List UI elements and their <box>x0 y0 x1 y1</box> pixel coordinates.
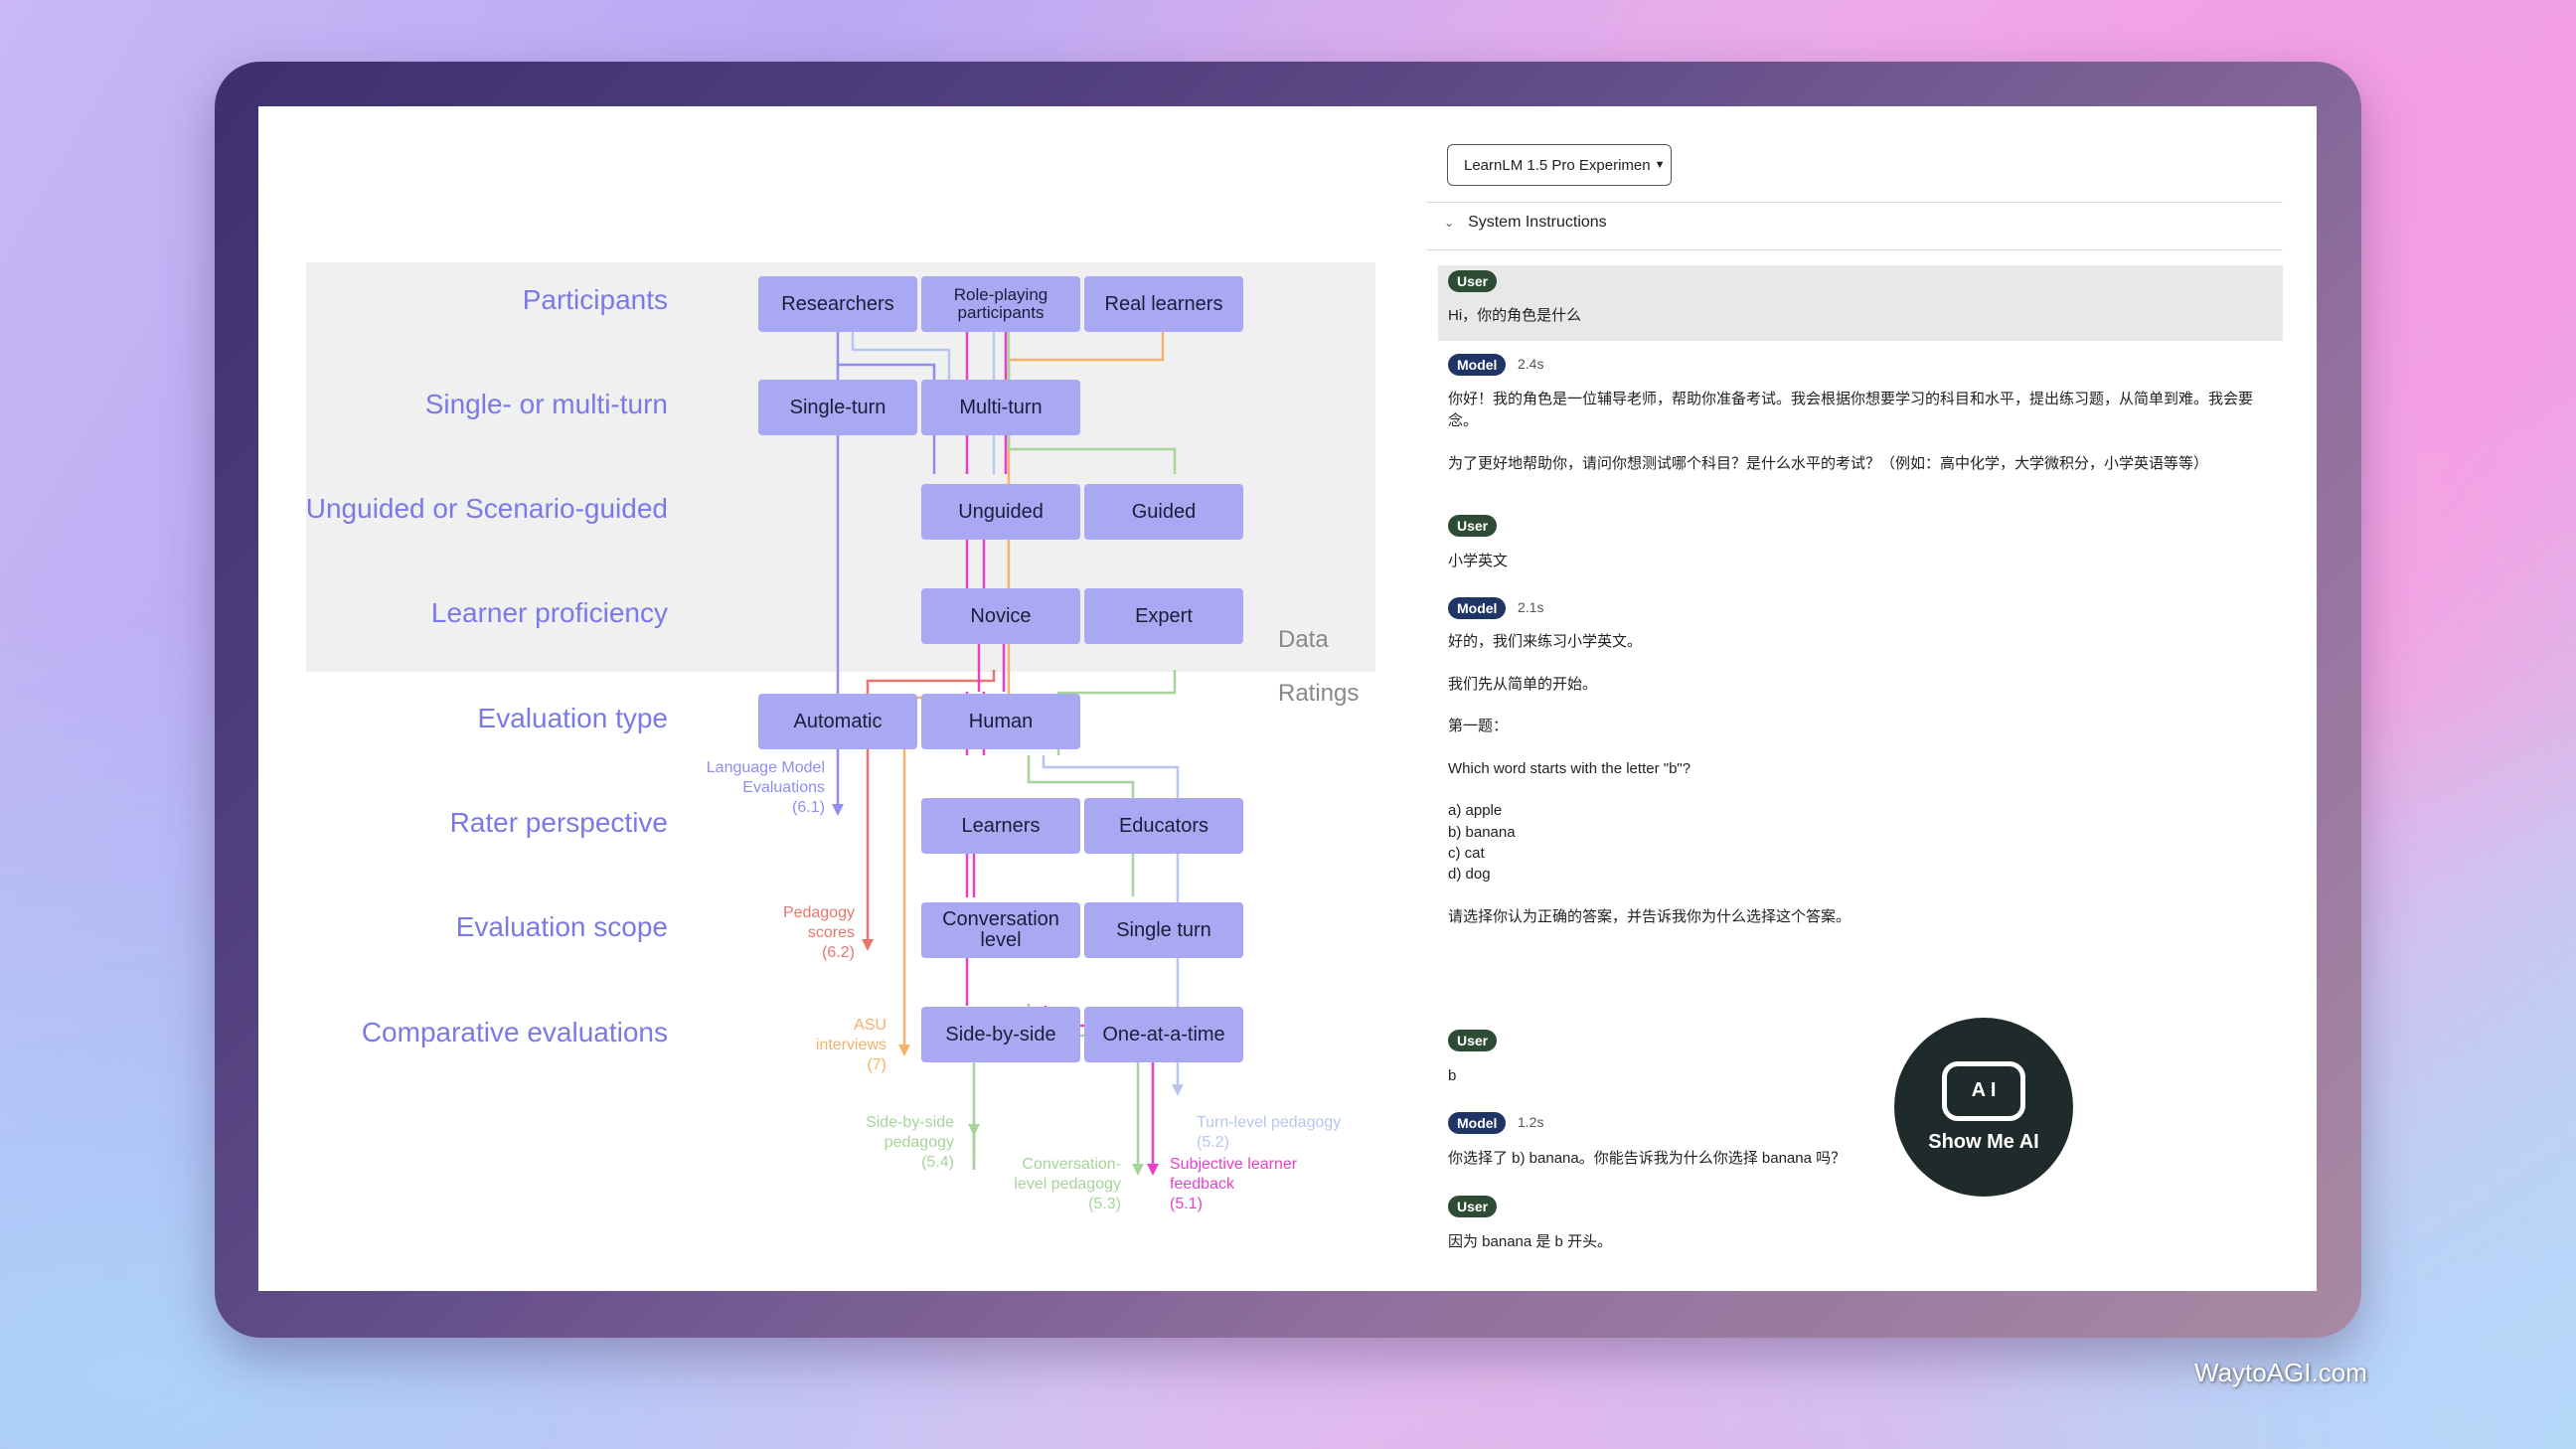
divider <box>1426 202 2283 203</box>
box-conversation-level: Conversation level <box>921 902 1080 958</box>
anno-subjective-feedback: Subjective learner feedback (5.1) <box>1170 1156 1298 1212</box>
row-label-scope: Evaluation scope <box>455 911 668 942</box>
message-text: 因为 banana 是 b 开头。 <box>1448 1233 1613 1250</box>
user-message-highlight <box>1438 265 2283 341</box>
chat-panel: LearnLM 1.5 Pro Experimen ▼ ⌄ System Ins… <box>1426 106 2317 1291</box>
anno-pedagogy-scores: Pedagogy scores (6.2) <box>782 904 855 961</box>
message-text: 好的，我们来练习小学英文。 我们先从简单的开始。 第一题： Which word… <box>1448 633 1852 925</box>
logo-brand: Show Me AI <box>1928 1130 2039 1153</box>
arrow-pedagogy-scores <box>862 939 874 951</box>
system-instructions-label: System Instructions <box>1468 214 1607 231</box>
message-text: Hi，你的角色是什么 <box>1448 307 1582 324</box>
row-label-proficiency: Learner proficiency <box>430 597 668 628</box>
wire-researchers-unguided <box>838 363 936 474</box>
box-automatic: Automatic <box>758 694 917 749</box>
box-educators: Educators <box>1084 798 1243 854</box>
box-single-turn-scope: Single turn <box>1084 902 1243 958</box>
box-novice: Novice <box>921 588 1080 644</box>
watermark: WaytoAGI.com <box>2194 1358 2367 1387</box>
box-expert: Expert <box>1084 588 1243 644</box>
message-text: 你好！我的角色是一位辅导老师，帮助你准备考试。我会根据你想要学习的科目和水平，提… <box>1448 391 2254 473</box>
row-label-comparative: Comparative evaluations <box>361 1017 668 1047</box>
divider <box>1426 249 2283 250</box>
box-researchers: Researchers <box>758 276 917 332</box>
robot-icon: A I <box>1942 1060 2025 1121</box>
message-text: 小学英文 <box>1448 553 1509 569</box>
box-role-playing: Role-playing participants <box>921 276 1080 332</box>
wire-lb-turn <box>1042 755 1180 1001</box>
wire-red-pedagogy <box>866 670 996 946</box>
model-select-label: LearnLM 1.5 Pro Experimen <box>1464 156 1651 174</box>
box-learners: Learners <box>921 798 1080 854</box>
arrow-conv <box>1132 1164 1144 1176</box>
box-unguided: Unguided <box>921 484 1080 540</box>
arrow-turn <box>1172 1084 1184 1096</box>
anno-sbs-pedagogy: Side-by-side pedagogy (5.4) <box>866 1114 954 1171</box>
system-instructions-toggle[interactable]: ⌄ System Instructions <box>1444 214 1607 232</box>
box-human: Human <box>921 694 1080 749</box>
user-badge: User <box>1448 515 1498 537</box>
message-text: b <box>1448 1067 1457 1084</box>
user-badge: User <box>1448 270 1498 292</box>
side-label-ratings: Ratings <box>1278 680 1360 707</box>
anno-turn-pedagogy: Turn-level pedagogy (5.2) <box>1197 1114 1342 1151</box>
model-badge: Model <box>1448 1112 1507 1134</box>
arrow-asu <box>898 1045 910 1056</box>
arrow-sbs <box>968 1124 980 1136</box>
arrow-lm-evals <box>832 804 844 816</box>
message-text: 你选择了 b) banana。你能告诉我为什么你选择 banana 吗？ <box>1448 1150 1847 1167</box>
row-label-rater: Rater perspective <box>449 807 668 838</box>
box-guided: Guided <box>1084 484 1243 540</box>
model-badge: Model <box>1448 597 1507 619</box>
side-label-data: Data <box>1278 626 1329 653</box>
row-label-guidance: Unguided or Scenario-guided <box>305 493 668 524</box>
evaluation-diagram: Participants Single- or multi-turn Ungui… <box>258 106 1431 1291</box>
anno-lm-evals: Language Model Evaluations (6.1) <box>706 759 825 816</box>
latency: 2.1s <box>1518 599 1544 615</box>
show-me-ai-logo: A I Show Me AI <box>1894 1018 2073 1197</box>
anno-conv-pedagogy: Conversation- level pedagogy (5.3) <box>1014 1156 1121 1212</box>
row-label-participants: Participants <box>522 284 668 315</box>
chevron-down-icon: ⌄ <box>1444 216 1455 230</box>
latency: 1.2s <box>1518 1114 1544 1130</box>
arrow-subjective <box>1147 1164 1159 1176</box>
row-label-turns: Single- or multi-turn <box>424 389 668 419</box>
box-side-by-side: Side-by-side <box>921 1007 1080 1062</box>
anno-asu-interviews: ASU interviews (7) <box>815 1017 886 1073</box>
user-badge: User <box>1448 1196 1498 1217</box>
latency: 2.4s <box>1518 356 1544 372</box>
box-single-turn: Single-turn <box>758 380 917 435</box>
box-real-learners: Real learners <box>1084 276 1243 332</box>
user-badge: User <box>1448 1030 1498 1051</box>
wire-lb-1 <box>851 332 951 380</box>
model-badge: Model <box>1448 354 1507 376</box>
caret-down-icon: ▼ <box>1654 159 1666 171</box>
box-one-at-a-time: One-at-a-time <box>1084 1007 1243 1062</box>
model-select[interactable]: LearnLM 1.5 Pro Experimen ▼ <box>1447 144 1672 186</box>
box-multi-turn: Multi-turn <box>921 380 1080 435</box>
row-label-eval-type: Evaluation type <box>477 703 668 733</box>
